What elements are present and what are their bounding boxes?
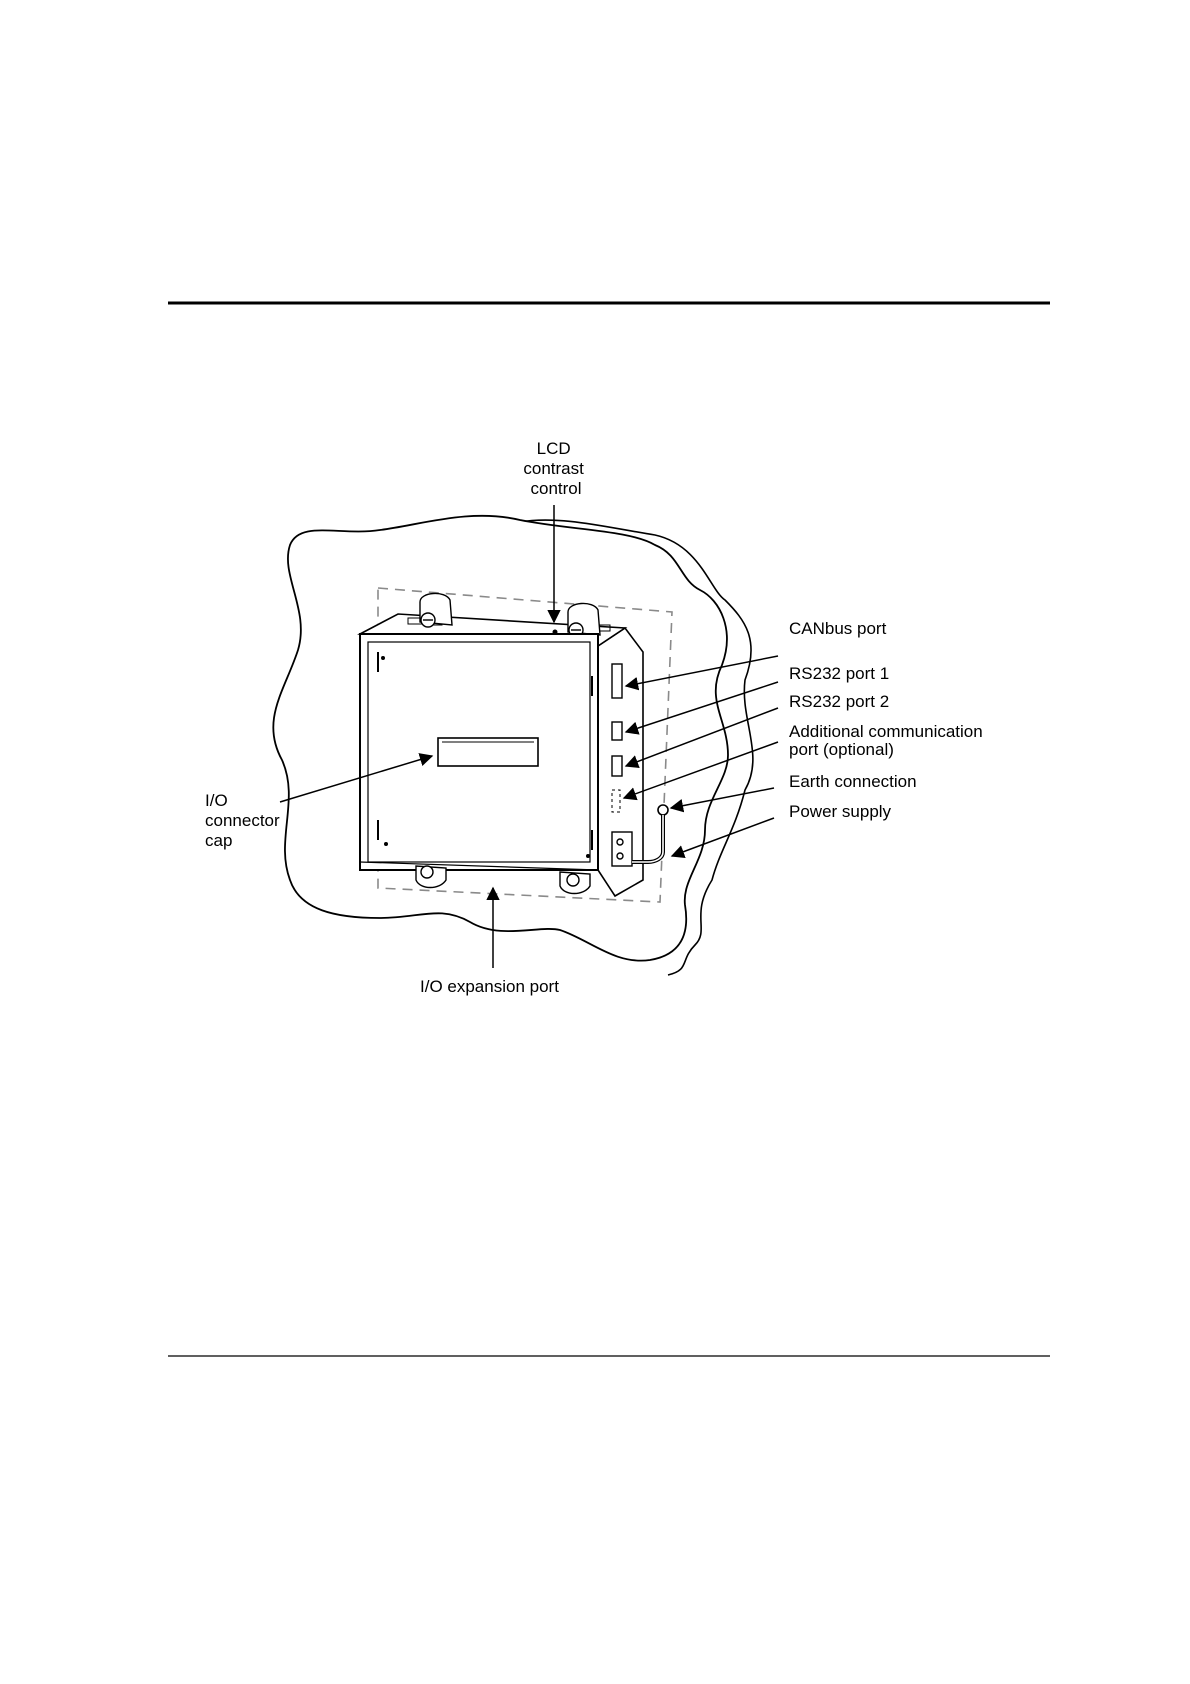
canbus-label: CANbus port [789,619,887,638]
additional-label: Additional communication port (optional) [789,722,987,759]
earth-terminal [658,805,668,815]
io-expansion-label: I/O expansion port [420,977,559,996]
lcd-label: LCD contrast control [523,439,588,498]
rs232-port-2 [612,756,622,776]
io-cap-label: I/O connector cap [205,791,284,850]
mounting-clamp-top-right [568,603,600,637]
mounting-clamp-bottom-left [416,866,446,888]
canbus-port [612,664,622,698]
rs232-1-label: RS232 port 1 [789,664,889,683]
mounting-clamp-bottom-right [560,872,590,894]
earth-label: Earth connection [789,772,917,791]
rs232-port-1 [612,722,622,740]
mounting-clamp-top-left [420,593,452,627]
power-label: Power supply [789,802,892,821]
rs232-2-label: RS232 port 2 [789,692,889,711]
power-terminal [612,832,632,866]
